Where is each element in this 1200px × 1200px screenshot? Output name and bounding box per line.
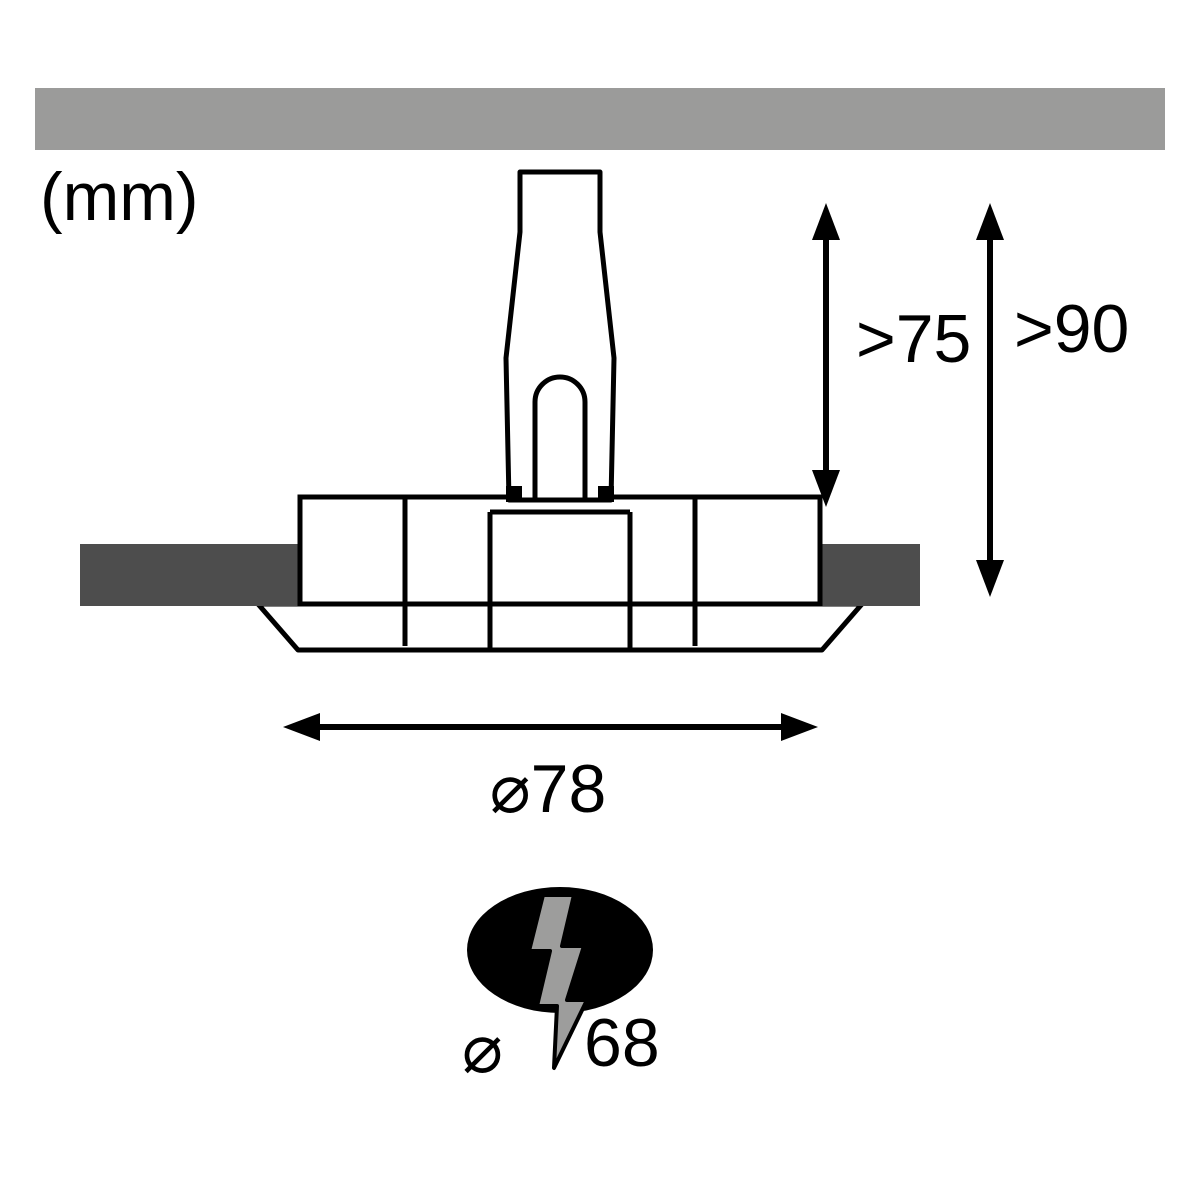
fixture-housing-body xyxy=(297,494,823,607)
dim-arrow-90-head-up xyxy=(976,203,1004,240)
dim-arrow-install-depth xyxy=(976,203,1004,597)
ceiling-cut-right xyxy=(820,544,920,606)
dim-arrow-75-head-up xyxy=(812,203,840,240)
connector-inner-arch xyxy=(532,374,588,500)
dim-arrow-outer-diameter xyxy=(283,713,818,741)
fixture-trim-flange xyxy=(255,601,865,653)
dim-label-outer-diameter: ⌀78 xyxy=(490,751,607,827)
dim-label-recess-depth: >75 xyxy=(856,301,971,377)
dim-arrow-75-head-down xyxy=(812,470,840,507)
dim-arrow-78-head-left xyxy=(283,713,320,741)
dim-label-install-depth: >90 xyxy=(1014,291,1129,367)
unit-label: (mm) xyxy=(40,159,199,235)
dim-arrow-78-head-right xyxy=(781,713,818,741)
clamp-mark-left xyxy=(506,486,522,502)
dim-arrow-90-head-down xyxy=(976,560,1004,597)
cutout-diameter-symbol: ⌀ xyxy=(462,1011,503,1087)
ceiling-surface-bar xyxy=(35,88,1165,150)
lightning-bolt-icon xyxy=(527,893,589,1070)
ceiling-cut-left xyxy=(80,544,298,606)
dim-arrow-recess-depth xyxy=(812,203,840,507)
fixture-connector xyxy=(503,169,617,503)
cutout-diameter-label: 68 xyxy=(584,1005,660,1081)
clamp-mark-right xyxy=(598,486,614,502)
